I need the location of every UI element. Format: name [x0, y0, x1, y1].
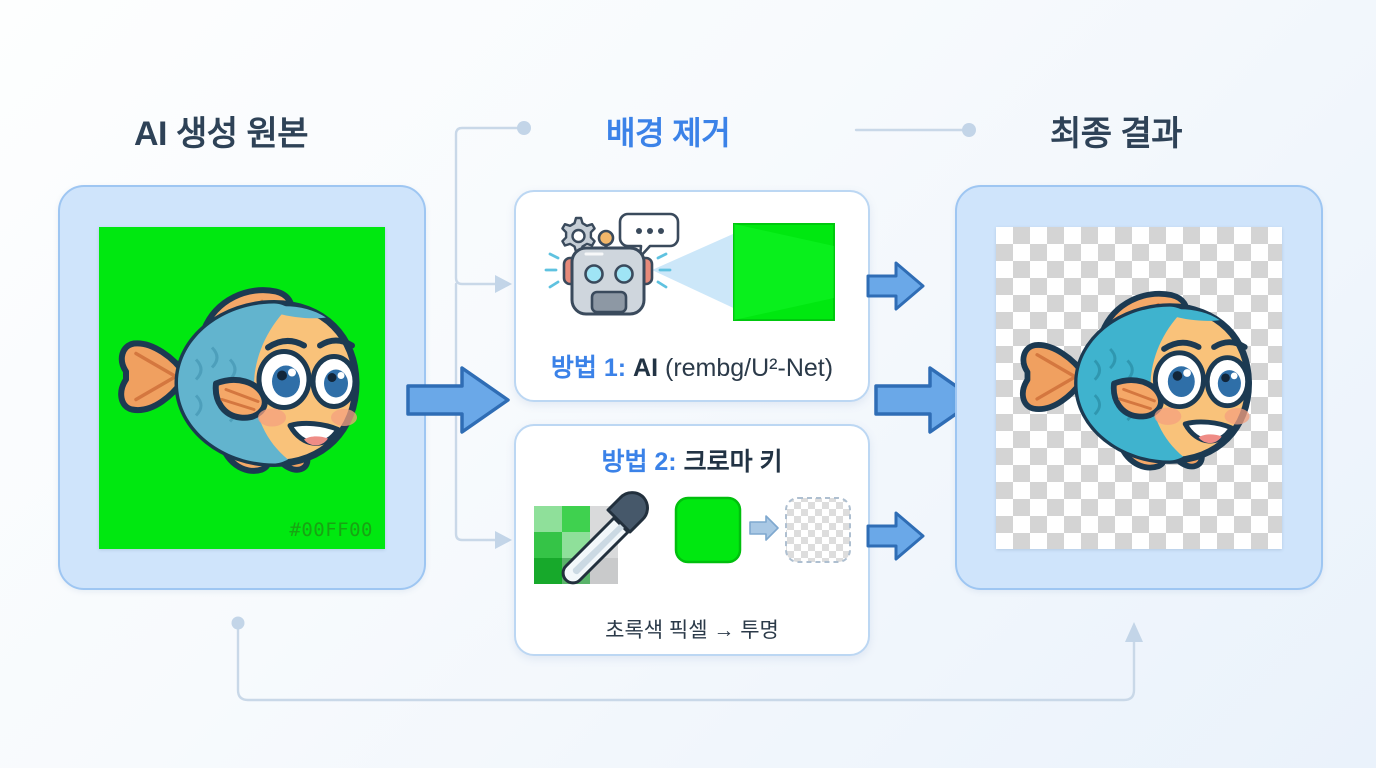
method-ai-label: 방법 1:	[550, 354, 627, 382]
page-title-source: AI 생성 원본	[134, 115, 309, 153]
method-card-ai[interactable]: 방법 1: AI (rembg/U²-Net)	[514, 190, 870, 402]
arrow-chroma-to-result	[866, 511, 925, 561]
transform-arrow-icon	[749, 515, 779, 541]
result-canvas	[996, 226, 1282, 549]
method-chroma-subcaption: 초록색 픽셀 → 투명	[605, 619, 779, 642]
fish-illustration-result	[1014, 279, 1264, 496]
arrow-source-to-methods	[406, 366, 510, 434]
speech-bubble-icon	[618, 212, 680, 259]
method-ai-title: AI	[633, 354, 659, 382]
page-title-process: 배경 제거	[606, 115, 731, 151]
method-ai-detail: (rembg/U²-Net)	[665, 354, 834, 382]
method-chroma-label: 방법 2:	[601, 448, 677, 476]
method-card-chroma[interactable]: 방법 2: 크로마 키	[514, 424, 870, 656]
green-swatch-icon	[674, 496, 742, 564]
hex-color-label: #00FF00	[289, 518, 373, 541]
eyedropper-icon	[561, 491, 649, 585]
page-title-result: 최종 결과	[1050, 115, 1183, 153]
method-ai-caption: 방법 1: AI (rembg/U²-Net)	[516, 348, 868, 384]
fish-illustration-source	[112, 275, 372, 500]
ai-method-illustration	[544, 212, 835, 321]
method-chroma-title: 크로마 키	[683, 448, 783, 476]
arrow-methods-to-result	[874, 366, 978, 434]
source-canvas: #00FF00	[99, 226, 385, 549]
method-chroma-caption: 방법 2: 크로마 키	[516, 442, 868, 478]
source-image-panel[interactable]: #00FF00	[58, 185, 426, 590]
arrow-ai-to-result	[866, 261, 925, 311]
robot-icon	[544, 229, 672, 316]
transparency-checker-icon	[785, 497, 851, 563]
result-image-panel[interactable]	[955, 185, 1323, 590]
chroma-method-illustration	[534, 491, 851, 585]
